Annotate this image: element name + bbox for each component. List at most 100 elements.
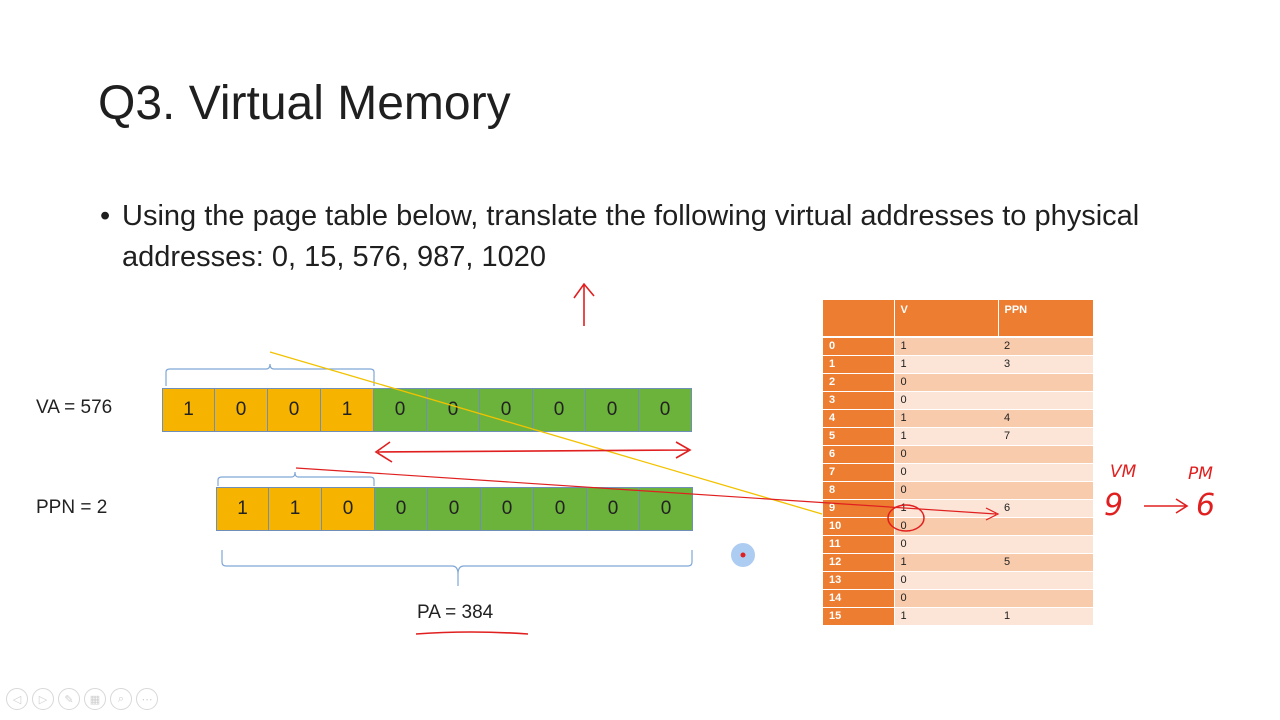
page-number-cell: 6	[823, 445, 895, 464]
page-table-header-cell: PPN	[998, 300, 1093, 338]
vm-value-annotation: 9	[1104, 488, 1124, 523]
ppn-cell	[998, 463, 1093, 482]
ppn-cell	[998, 571, 1093, 590]
ppn-cell: 2	[998, 337, 1093, 356]
slide-title: Q3. Virtual Memory	[98, 77, 511, 130]
ppn-cell: 3	[998, 355, 1093, 374]
valid-bit-cell: 0	[894, 589, 998, 608]
more-icon[interactable]: ⋯	[136, 688, 158, 710]
valid-bit-cell: 1	[894, 355, 998, 374]
va-bit-0: 1	[162, 388, 215, 432]
ppn-cell: 7	[998, 427, 1093, 446]
valid-bit-cell: 0	[894, 517, 998, 536]
page-number-cell: 2	[823, 373, 895, 392]
valid-bit-cell: 0	[894, 373, 998, 392]
valid-bit-cell: 1	[894, 409, 998, 428]
pm-annotation: PM	[1188, 464, 1213, 484]
page-number-cell: 4	[823, 409, 895, 428]
page-number-cell: 13	[823, 571, 895, 590]
ppn-cell	[998, 535, 1093, 554]
page-table-header-cell: V	[894, 300, 999, 338]
red-pointer-line	[295, 467, 1000, 521]
ppn-cell	[998, 373, 1093, 392]
ppn-bit-2: 0	[322, 487, 375, 531]
ppn-cell: 5	[998, 553, 1093, 572]
prev-icon[interactable]: ◁	[6, 688, 28, 710]
ppn-cell	[998, 391, 1093, 410]
page-number-cell: 12	[823, 553, 895, 572]
zoom-icon[interactable]: ⌕	[110, 688, 132, 710]
ppn-bit-0: 1	[216, 487, 269, 531]
highlight-up-arrow	[573, 282, 595, 326]
valid-bit-cell: 0	[894, 391, 998, 410]
presentation-toolbar: ◁ ▷ ✎ ▦ ⌕ ⋯	[6, 688, 158, 710]
yellow-pointer-line	[269, 351, 823, 515]
page-number-cell: 8	[823, 481, 895, 500]
page-table-header-cell	[823, 300, 895, 338]
valid-bit-cell: 0	[894, 445, 998, 464]
ppn-cell: 6	[998, 499, 1093, 518]
vm-to-pm-arrow	[1144, 498, 1189, 514]
vm-annotation: VM	[1110, 462, 1137, 482]
ppn-bit-8: 0	[640, 487, 693, 531]
ppn-bit-3: 0	[375, 487, 428, 531]
va-bit-7: 0	[533, 388, 586, 432]
pen-icon[interactable]: ✎	[58, 688, 80, 710]
valid-bit-cell: 0	[894, 463, 998, 482]
ppn-bit-4: 0	[428, 487, 481, 531]
ppn-bit-6: 0	[534, 487, 587, 531]
ppn-cell: 4	[998, 409, 1093, 428]
slides-icon[interactable]: ▦	[84, 688, 106, 710]
ppn-cell	[998, 445, 1093, 464]
page-number-cell: 1	[823, 355, 895, 374]
page-number-cell: 3	[823, 391, 895, 410]
bullet-text: Using the page table below, translate th…	[122, 200, 1140, 273]
page-number-cell: 14	[823, 589, 895, 608]
ppn-upper-brace	[217, 471, 375, 486]
valid-bit-cell: 1	[894, 337, 998, 356]
ppn-label: PPN = 2	[36, 497, 108, 518]
page-number-cell: 0	[823, 337, 895, 356]
next-icon[interactable]: ▷	[32, 688, 54, 710]
ppn-bit-5: 0	[481, 487, 534, 531]
pa-label: PA = 384	[417, 602, 494, 623]
valid-bit-cell: 0	[894, 535, 998, 554]
va-label: VA = 576	[36, 397, 113, 418]
ppn-cell	[998, 589, 1093, 608]
page-number-cell: 15	[823, 607, 895, 626]
ppn-cell	[998, 481, 1093, 500]
va-bit-2: 0	[268, 388, 321, 432]
offset-double-arrow	[374, 441, 692, 463]
ppn-bit-7: 0	[587, 487, 640, 531]
valid-bit-cell: 0	[894, 571, 998, 590]
valid-bit-cell: 0	[894, 481, 998, 500]
ppn-bit-1: 1	[269, 487, 322, 531]
ppn-cell	[998, 517, 1093, 536]
pa-underline	[415, 631, 529, 635]
va-bit-6: 0	[480, 388, 533, 432]
va-bit-9: 0	[639, 388, 692, 432]
va-bit-3: 1	[321, 388, 374, 432]
page-number-cell: 11	[823, 535, 895, 554]
